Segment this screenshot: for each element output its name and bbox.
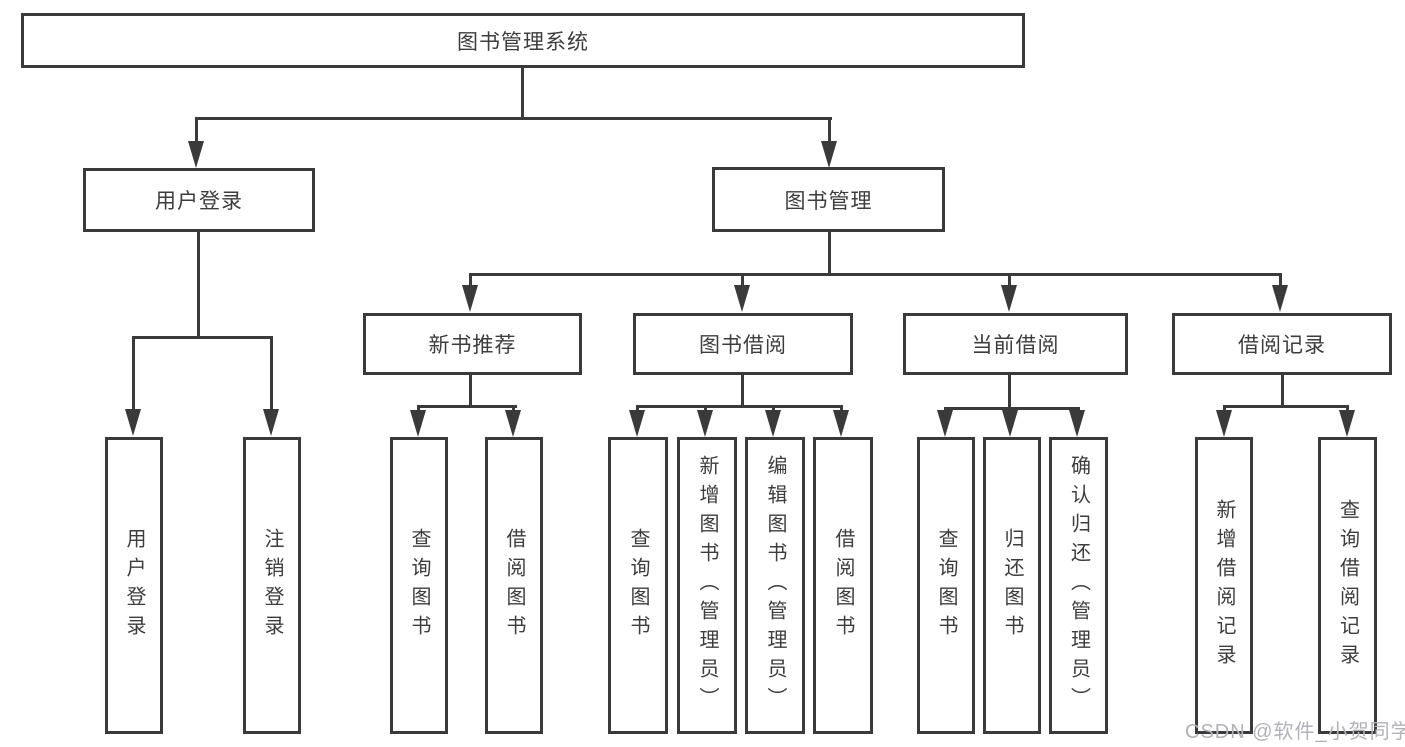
connector-g2-c1-shaft xyxy=(636,405,639,414)
leaf-user-login: 用户登录 xyxy=(105,437,163,734)
leaf-bor-add-books-admin: 新增图书（管理员） xyxy=(677,437,737,734)
node-book-management: 图书管理 xyxy=(712,167,945,232)
connector-user-login-bar xyxy=(132,336,273,339)
node-new-book-recommend: 新书推荐 xyxy=(363,313,582,375)
arrowhead-user-login xyxy=(188,141,204,168)
node-library-management-system: 图书管理系统 xyxy=(21,13,1025,68)
connector-g4-bar xyxy=(1223,405,1349,408)
arrowhead-g2-c3 xyxy=(765,410,781,437)
leaf-rec-query-books: 查询图书 xyxy=(390,437,448,734)
arrowhead-g4-c1 xyxy=(1216,410,1232,437)
node-book-borrowing: 图书借阅 xyxy=(633,313,853,375)
node-current-borrowing: 当前借阅 xyxy=(903,313,1128,375)
leaf-bor-query-books: 查询图书 xyxy=(608,437,668,734)
leaf-cur-query-books: 查询图书 xyxy=(917,437,975,734)
node-borrow-records: 借阅记录 xyxy=(1172,313,1392,375)
arrowhead-g3-c1 xyxy=(937,410,953,437)
connector-g1-c1-shaft xyxy=(417,405,420,414)
connector-g1-c2-shaft xyxy=(512,405,515,414)
connector-book-mgmt-stem xyxy=(828,232,831,276)
connector-user-login-shaft xyxy=(195,117,198,144)
leaf-bor-edit-books-admin: 编辑图书（管理员） xyxy=(745,437,805,734)
connector-g4-c2-shaft xyxy=(1346,405,1349,414)
connector-leaf-login-shaft xyxy=(132,336,135,412)
connector-g1-stem xyxy=(469,375,472,408)
arrowhead-new-rec xyxy=(462,285,478,312)
leaf-rec-query-borrow-record: 查询借阅记录 xyxy=(1318,437,1377,734)
connector-root-bar xyxy=(195,117,832,120)
arrowhead-borrowing xyxy=(734,285,750,312)
connector-g3-stem xyxy=(1008,375,1011,410)
leaf-logout: 注销登录 xyxy=(243,437,301,734)
arrowhead-records xyxy=(1272,285,1288,312)
arrowhead-g2-c2 xyxy=(697,410,713,437)
connector-current-shaft xyxy=(1008,273,1011,288)
connector-g2-c4-shaft xyxy=(840,405,843,414)
connector-new-rec-shaft xyxy=(469,273,472,288)
connector-records-shaft xyxy=(1279,273,1282,288)
arrowhead-g3-c3 xyxy=(1069,410,1085,437)
arrowhead-g1-c1 xyxy=(410,410,426,437)
connector-g1-bar xyxy=(417,405,517,408)
connector-user-login-stem xyxy=(197,232,200,339)
arrowhead-g2-c1 xyxy=(629,410,645,437)
arrowhead-leaf-logout xyxy=(263,409,279,436)
connector-book-mgmt-bar xyxy=(469,273,1282,276)
connector-g4-c1-shaft xyxy=(1223,405,1226,414)
connector-g2-stem xyxy=(741,375,744,408)
node-user-login: 用户登录 xyxy=(83,168,315,232)
leaf-bor-borrow-books: 借阅图书 xyxy=(813,437,873,734)
connector-book-mgmt-shaft xyxy=(828,117,831,144)
arrowhead-g2-c4 xyxy=(833,410,849,437)
csdn-watermark: CSDN @软件_小贺同学 xyxy=(1185,721,1405,743)
arrowhead-g4-c2 xyxy=(1339,410,1355,437)
connector-g4-stem xyxy=(1281,375,1284,408)
connector-leaf-logout-shaft xyxy=(270,336,273,412)
arrowhead-leaf-login xyxy=(125,409,141,436)
arrowhead-current xyxy=(1001,285,1017,312)
connector-g2-c2-shaft xyxy=(704,405,707,414)
connector-g2-bar xyxy=(636,405,843,408)
connector-g2-c3-shaft xyxy=(772,405,775,414)
leaf-cur-confirm-return-admin: 确认归还（管理员） xyxy=(1049,437,1108,734)
arrowhead-g3-c2 xyxy=(1002,410,1018,437)
arrowhead-book-mgmt xyxy=(821,141,837,168)
connector-g3-bar xyxy=(944,407,1080,410)
leaf-rec-borrow-books: 借阅图书 xyxy=(485,437,543,734)
arrowhead-g1-c2 xyxy=(505,410,521,437)
leaf-cur-return-books: 归还图书 xyxy=(983,437,1041,734)
leaf-rec-add-borrow-record: 新增借阅记录 xyxy=(1195,437,1253,734)
connector-root-stem xyxy=(521,68,524,120)
connector-borrowing-shaft xyxy=(741,273,744,288)
